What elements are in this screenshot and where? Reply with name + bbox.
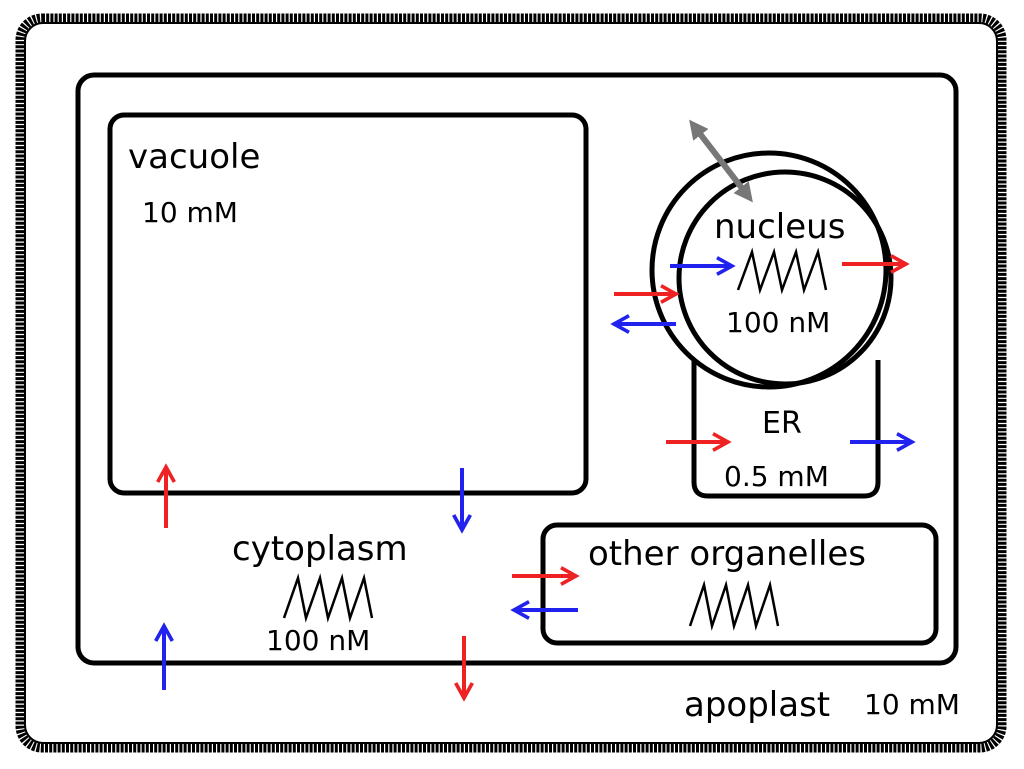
er-label: ER [762,406,802,441]
apoplast-boundary [15,13,1007,753]
vacuole-box [107,112,589,496]
apoplast-label: apoplast [684,685,830,725]
cell-membrane [75,72,959,666]
cytoplasm-concentration: 100 nM [266,624,370,657]
other-organelles-label: other organelles [588,534,866,574]
vacuole-concentration: 10 mM [142,196,238,229]
apoplast-boundary-inner [24,22,998,744]
cytoplasm-oscillation-icon [282,573,374,623]
nucleus-concentration: 100 nM [726,306,830,339]
cytoplasm-label: cytoplasm [232,529,408,569]
nuclear-envelope-outer [649,150,889,390]
nuclear-envelope-exchange-arrow [689,119,753,203]
nuclear-envelope-inner [676,169,894,387]
other-organelles-box [540,522,939,646]
nucleus-label: nucleus [714,207,845,247]
er-concentration: 0.5 mM [724,460,829,493]
apoplast-concentration: 10 mM [864,688,960,721]
organelles-oscillation-icon [688,580,780,631]
vacuole-label: vacuole [128,137,260,177]
nucleus-oscillation-icon [736,247,828,295]
er-box [691,360,881,499]
